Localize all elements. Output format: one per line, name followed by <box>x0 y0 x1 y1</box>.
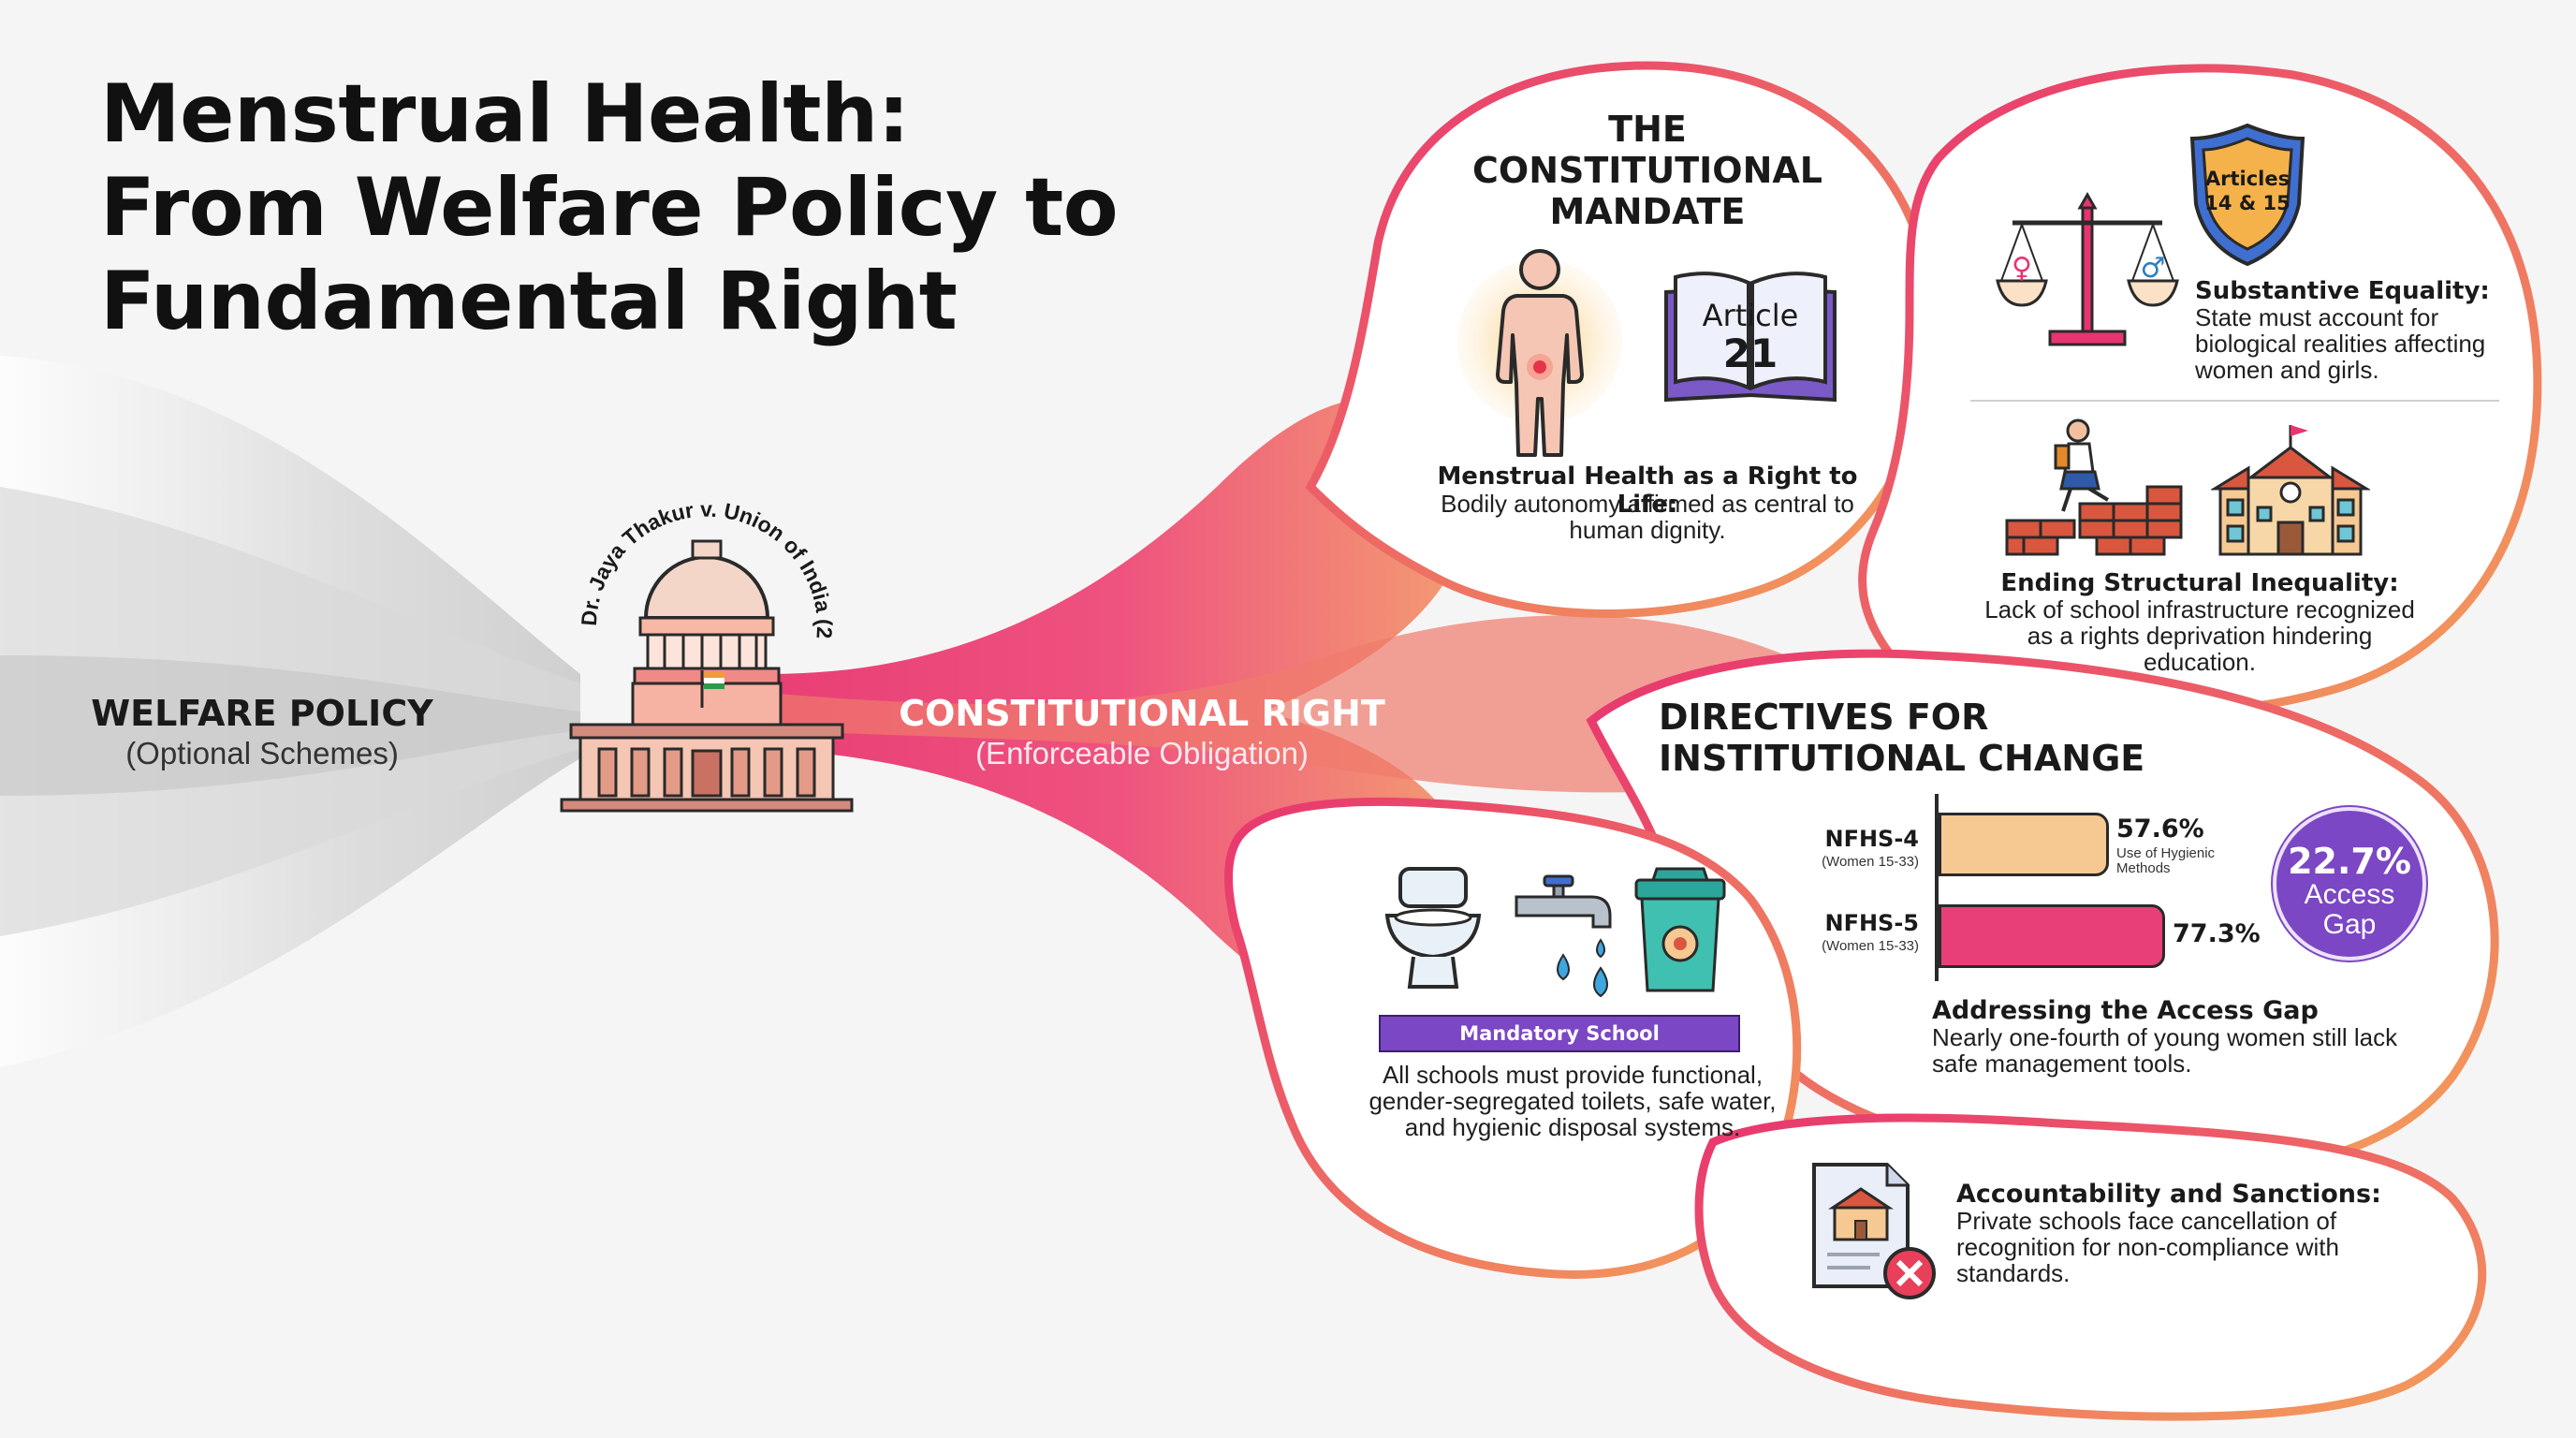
shield-line-1: Articles <box>2205 168 2290 190</box>
disposal-bin-icon <box>1634 867 1726 992</box>
school-building-icon <box>2211 425 2370 556</box>
title-line-1: Menstrual Health: <box>100 67 910 161</box>
articles-shield-icon: Articles 14 & 15 <box>2189 123 2305 267</box>
toilet-icon <box>1384 867 1482 989</box>
shield-line-2: 14 & 15 <box>2204 192 2290 214</box>
structural-inequality-title: Ending Structural Inequality: <box>2000 569 2399 597</box>
access-gap-label-1: Access <box>2304 879 2395 910</box>
access-gap-label-2: Gap <box>2322 909 2377 940</box>
nfhs-bar-chart: NFHS-4 (Women 15-33) 57.6% Use of Hygien… <box>1778 794 2265 981</box>
bar-nfhs-5 <box>1939 904 2165 968</box>
access-gap-title: Addressing the Access Gap <box>1932 996 2319 1025</box>
constitutional-right-subtitle: (Enforceable Obligation) <box>975 736 1309 770</box>
male-symbol: ♂ <box>2141 252 2166 285</box>
mandate-title-line-3: MANDATE <box>1549 191 1746 232</box>
right-to-life-body: Bodily autonomy affirmed as central to h… <box>1441 490 1854 544</box>
book-article-number: 21 <box>1723 330 1778 376</box>
mandate-title: THE CONSTITUTIONAL MANDATE <box>1442 109 1853 232</box>
nfhs4-label: NFHS-4 <box>1824 826 1919 852</box>
structural-inequality-text: Ending Structural Inequality: Lack of sc… <box>1980 569 2420 675</box>
access-gap-badge: 22.7% Access Gap <box>2273 807 2426 961</box>
page-title: Menstrual Health: From Welfare Policy to… <box>100 67 1119 348</box>
constitutional-right-title: CONSTITUTIONAL RIGHT <box>899 693 1385 734</box>
title-line-3: Fundamental Right <box>100 255 958 348</box>
directives-title: DIRECTIVES FOR INSTITUTIONAL CHANGE <box>1659 697 2144 779</box>
water-tap-icon <box>1515 874 1612 998</box>
scales-of-justice-icon: ♀ ♂ <box>1996 191 2179 346</box>
substantive-equality-text: Substantive Equality: State must account… <box>2195 277 2504 383</box>
nfhs5-note: (Women 15-33) <box>1822 938 1919 954</box>
substantive-equality-body: State must account for biological realit… <box>2195 303 2486 384</box>
school-certificate-icon <box>1812 1163 1936 1299</box>
access-gap-value: 22.7% <box>2288 841 2411 882</box>
welfare-policy-subtitle: (Optional Schemes) <box>125 736 399 770</box>
bar-annotation: Use of Hygienic Methods <box>2116 845 2216 876</box>
supreme-court-icon: Dr. Jaya Thakur v. Union of India (2026) <box>543 477 854 813</box>
school-infrastructure-banner: Mandatory School Infrastructure <box>1379 1015 1740 1078</box>
directives-title-line-1: DIRECTIVES FOR <box>1659 697 1989 738</box>
nfhs4-note: (Women 15-33) <box>1822 854 1919 870</box>
right-to-life-title: Menstrual Health as a Right to Life: <box>1437 462 1858 519</box>
structural-inequality-body: Lack of school infrastructure recognized… <box>1984 595 2415 676</box>
school-infrastructure-body: All schools must provide functional, gen… <box>1368 1061 1777 1141</box>
female-body-icon <box>1457 249 1622 457</box>
access-gap-body: Nearly one-fourth of young women still l… <box>1932 1023 2398 1078</box>
accountability-body: Private schools face cancellation of rec… <box>1956 1207 2339 1287</box>
book-article-word: Article <box>1703 298 1799 333</box>
accountability-title: Accountability and Sanctions: <box>1956 1180 2381 1209</box>
substantive-equality-title: Substantive Equality: <box>2195 277 2490 305</box>
bar-value-nfhs-4: 57.6% <box>2116 814 2204 844</box>
directives-title-line-2: INSTITUTIONAL CHANGE <box>1659 738 2145 779</box>
girl-climbing-bricks-icon <box>2005 418 2183 556</box>
chart-axis-line <box>1935 794 1939 981</box>
constitution-book-icon: Article 21 <box>1664 271 1837 403</box>
mandate-title-line-1: THE <box>1608 109 1687 150</box>
nfhs5-label: NFHS-5 <box>1824 910 1919 936</box>
mandate-title-line-2: CONSTITUTIONAL <box>1472 150 1822 191</box>
female-symbol: ♀ <box>2012 252 2032 285</box>
bar-nfhs-4 <box>1939 813 2109 876</box>
bar-value-nfhs-5: 77.3% <box>2173 919 2261 948</box>
title-line-2: From Welfare Policy to <box>100 161 1119 255</box>
welfare-policy-title: WELFARE POLICY <box>91 693 433 734</box>
